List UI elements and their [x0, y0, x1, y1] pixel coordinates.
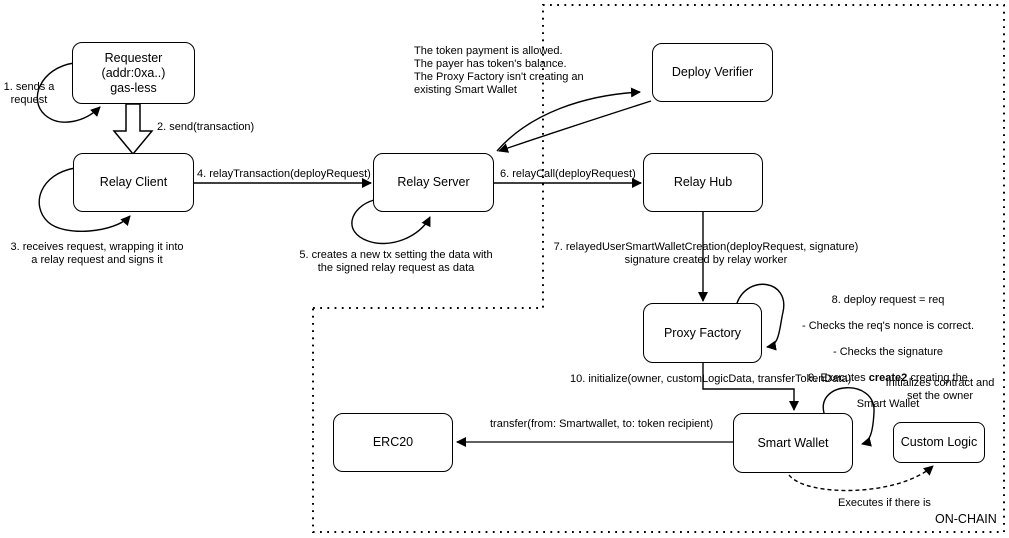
label-step5: 5. creates a new tx setting the data wit… [299, 249, 493, 274]
node-smart-wallet: Smart Wallet [733, 413, 853, 473]
label-transfer: transfer(from: Smartwallet, to: token re… [490, 418, 714, 430]
node-relay-client-label: Relay Client [99, 175, 168, 189]
label-step8-9: 8. deploy request = req - Checks the req… [772, 281, 1004, 424]
label-step3: 3. receives request, wrapping it into a … [10, 241, 184, 266]
label-step9-line2: Smart Wallet [856, 398, 920, 410]
label-step1: 1. sends a request [3, 81, 55, 106]
onchain-region-label: ON-CHAIN [935, 512, 997, 526]
loop-step3-arrow [38, 167, 131, 232]
node-relay-hub-label: Relay Hub [673, 175, 733, 189]
node-requester-label: Requester (addr:0xa..) gas-less [101, 50, 166, 95]
node-erc20-label: ERC20 [372, 435, 414, 449]
label-step8-line3: - Checks the signature [832, 346, 944, 358]
node-deploy-verifier: Deploy Verifier [652, 43, 773, 102]
node-proxy-factory: Proxy Factory [643, 303, 762, 363]
node-deploy-verifier-label: Deploy Verifier [671, 65, 754, 79]
label-step2: 2. send(transaction) [157, 121, 255, 133]
label-step7: 7. relayedUserSmartWalletCreation(deploy… [553, 241, 859, 266]
loop-initialize-arrow [822, 387, 875, 447]
node-erc20: ERC20 [333, 413, 453, 472]
node-relay-server: Relay Server [373, 153, 494, 212]
arrow-to-deploy-verifier [496, 87, 641, 152]
node-requester: Requester (addr:0xa..) gas-less [72, 42, 195, 104]
label-step10: 10. initialize(owner, customLogicData, t… [570, 373, 852, 385]
onchain-boundary [312, 4, 1005, 533]
arrow-from-deploy-verifier [498, 100, 652, 153]
label-step9-create2: create2 [868, 372, 908, 384]
label-step8-line1: 8. deploy request = req [831, 294, 945, 306]
loop-step1-arrow [36, 62, 101, 123]
label-step8-line2: - Checks the req's nonce is correct. [801, 320, 975, 332]
label-step9-prefix: 9. Executes [808, 372, 869, 384]
node-proxy-factory-label: Proxy Factory [663, 325, 742, 340]
node-relay-hub: Relay Hub [643, 153, 763, 212]
arrow-step10 [702, 363, 799, 411]
node-custom-logic: Custom Logic [893, 422, 985, 463]
node-relay-server-label: Relay Server [397, 175, 470, 189]
loop-step5-arrow [351, 199, 431, 245]
label-step4: 4. relayTransaction(deployRequest) [197, 168, 371, 180]
arrow-executes-dashed [788, 465, 934, 492]
label-step9-line1: 9. Executes create2 creating the [772, 372, 1004, 385]
node-relay-client: Relay Client [73, 153, 194, 212]
label-step6: 6. relayCall(deployRequest) [500, 168, 636, 180]
send-transaction-arrow [112, 103, 154, 156]
label-init-note: Initializes contract and set the owner [885, 377, 995, 402]
node-custom-logic-label: Custom Logic [900, 435, 978, 449]
loop-step8-arrow [736, 283, 785, 351]
label-verifier-note: The token payment is allowed. The payer … [414, 45, 584, 96]
label-step9-suffix: creating the [907, 372, 968, 384]
node-smart-wallet-label: Smart Wallet [757, 435, 829, 450]
label-executes: Executes if there is [838, 497, 931, 509]
